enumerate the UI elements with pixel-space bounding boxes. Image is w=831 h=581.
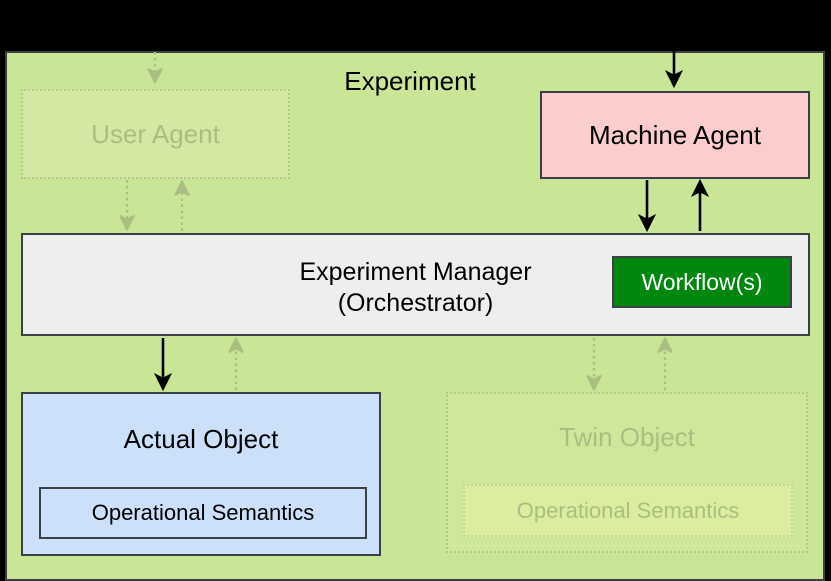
node-twin-object-operational-semantics[interactable]: Operational Semantics xyxy=(463,484,793,537)
node-user-agent[interactable]: User Agent xyxy=(21,89,290,179)
node-actual-object-operational-semantics[interactable]: Operational Semantics xyxy=(39,487,367,539)
node-experiment-manager[interactable]: Experiment Manager (Orchestrator) Workfl… xyxy=(21,233,810,336)
node-actual-object-label: Actual Object xyxy=(123,424,279,454)
node-user-agent-label: User Agent xyxy=(91,118,220,149)
node-workflows[interactable]: Workflow(s) xyxy=(612,256,792,308)
node-machine-agent[interactable]: Machine Agent xyxy=(540,91,810,179)
node-experiment-manager-label: Experiment Manager (Orchestrator) xyxy=(299,258,532,318)
node-twin-object-label: Twin Object xyxy=(559,422,695,452)
node-twin-object-operational-semantics-label: Operational Semantics xyxy=(516,497,740,523)
page-title: Experiment xyxy=(344,66,476,96)
node-actual-object-operational-semantics-label: Operational Semantics xyxy=(91,500,315,525)
node-workflows-label: Workflow(s) xyxy=(641,268,763,295)
node-machine-agent-label: Machine Agent xyxy=(588,119,761,150)
node-twin-object[interactable]: Twin Object Operational Semantics xyxy=(446,392,808,553)
node-actual-object[interactable]: Actual Object Operational Semantics xyxy=(21,392,381,556)
